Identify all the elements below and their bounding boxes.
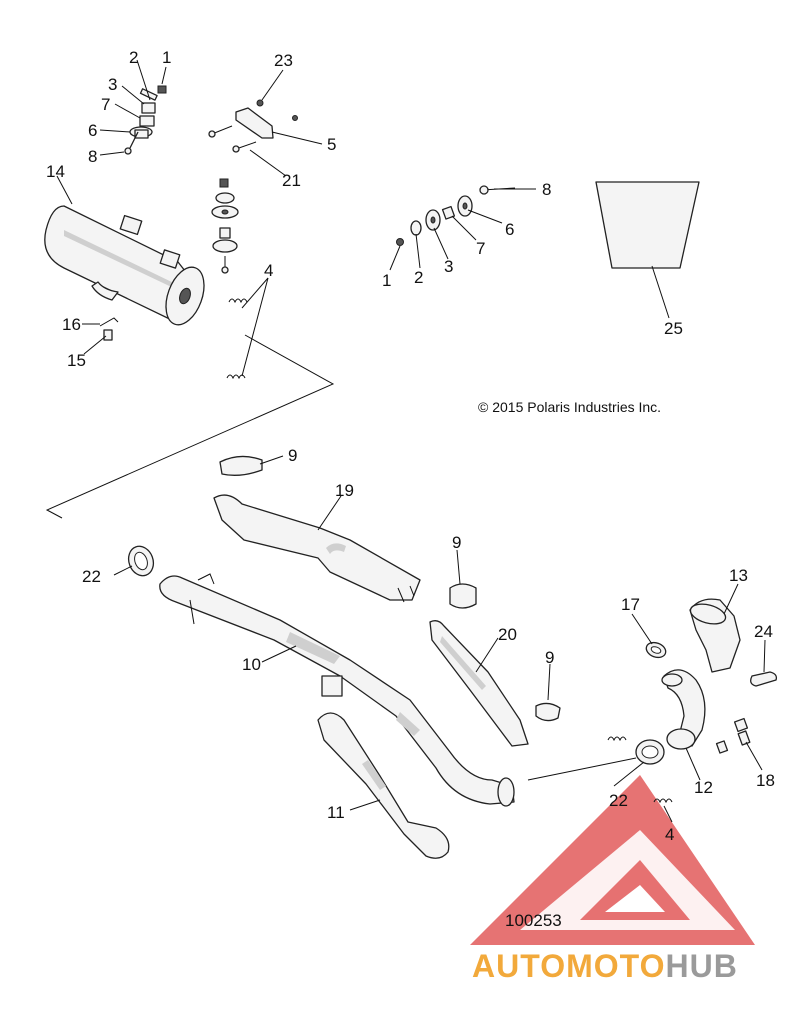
muffler: [44, 205, 205, 326]
callout-22a: 22: [82, 567, 101, 586]
heat-shield-lower: [429, 620, 529, 747]
watermark-text-primary: AUTOMOTO: [472, 948, 665, 984]
callout-14: 14: [46, 162, 65, 181]
callout-17: 17: [621, 595, 640, 614]
callout-23: 23: [274, 51, 293, 70]
muffler-mount-hardware-left: [124, 85, 167, 155]
callout-2a: 2: [129, 48, 138, 67]
spring-4-upper-icon: [228, 298, 248, 304]
callout-2b: 2: [414, 268, 423, 287]
callout-9c: 9: [545, 648, 554, 667]
bolts-18: [715, 717, 751, 754]
callout-3a: 3: [108, 75, 117, 94]
muffler-mount-hardware-right: [396, 185, 516, 246]
callout-8b: 8: [542, 180, 551, 199]
watermark-logo: AUTOMOTOHUB: [470, 775, 755, 984]
decal-label: [595, 181, 700, 269]
figure-number: 100253: [505, 911, 562, 930]
clamp-9-lower: [535, 702, 561, 722]
callout-11: 11: [327, 803, 345, 822]
watermark-text-secondary: HUB: [665, 948, 737, 984]
gasket-17: [645, 641, 667, 659]
callout-10: 10: [242, 655, 261, 674]
exhaust-flange: [689, 598, 741, 673]
callout-9a: 9: [288, 446, 297, 465]
exhaust-elbow: [661, 669, 706, 750]
callout-9b: 9: [452, 533, 461, 552]
callout-21: 21: [282, 171, 301, 190]
heat-shield-upper: [213, 494, 421, 603]
callout-18: 18: [756, 771, 775, 790]
callout-13: 13: [729, 566, 748, 585]
spring-4-right-icon: [653, 798, 673, 804]
callout-24: 24: [754, 622, 773, 641]
gasket-22-right: [635, 739, 665, 765]
clamp-9-middle: [449, 583, 477, 609]
callout-1a: 1: [162, 48, 171, 67]
callout-7b: 7: [476, 239, 485, 258]
callout-20: 20: [498, 625, 517, 644]
callout-22b: 22: [609, 791, 628, 810]
callout-16: 16: [62, 315, 81, 334]
head-pipe: [159, 573, 515, 807]
callout-3b: 3: [444, 257, 453, 276]
callout-4a: 4: [264, 261, 273, 280]
tail-pipe: [317, 712, 450, 859]
muffler-bracket: [208, 99, 298, 153]
callout-4b: 4: [665, 825, 674, 844]
callout-5: 5: [327, 135, 336, 154]
grommet-stack: [211, 178, 239, 274]
callout-1b: 1: [382, 271, 391, 290]
clamp-9-upper: [219, 455, 263, 476]
callout-6b: 6: [505, 220, 514, 239]
svg-text:AUTOMOTOHUB: AUTOMOTOHUB: [472, 948, 738, 984]
clip-and-bolt: [99, 317, 119, 341]
spring-near-elbow-icon: [607, 736, 627, 742]
callout-25: 25: [664, 319, 683, 338]
assembly-boundary-lines: [45, 334, 335, 519]
callout-19: 19: [335, 481, 354, 500]
plug-24: [750, 671, 778, 687]
gasket-22-left: [127, 545, 155, 577]
leader-lines: [56, 59, 766, 823]
callout-8a: 8: [88, 147, 97, 166]
callout-labels: 1 2 3 7 6 8 23 5 21 14 4 16 15 8 6 7 3 2…: [46, 48, 775, 844]
callout-12: 12: [694, 778, 713, 797]
callout-15: 15: [67, 351, 86, 370]
callout-6a: 6: [88, 121, 97, 140]
callout-7a: 7: [101, 95, 110, 114]
copyright-notice: © 2015 Polaris Industries Inc.: [478, 399, 661, 415]
